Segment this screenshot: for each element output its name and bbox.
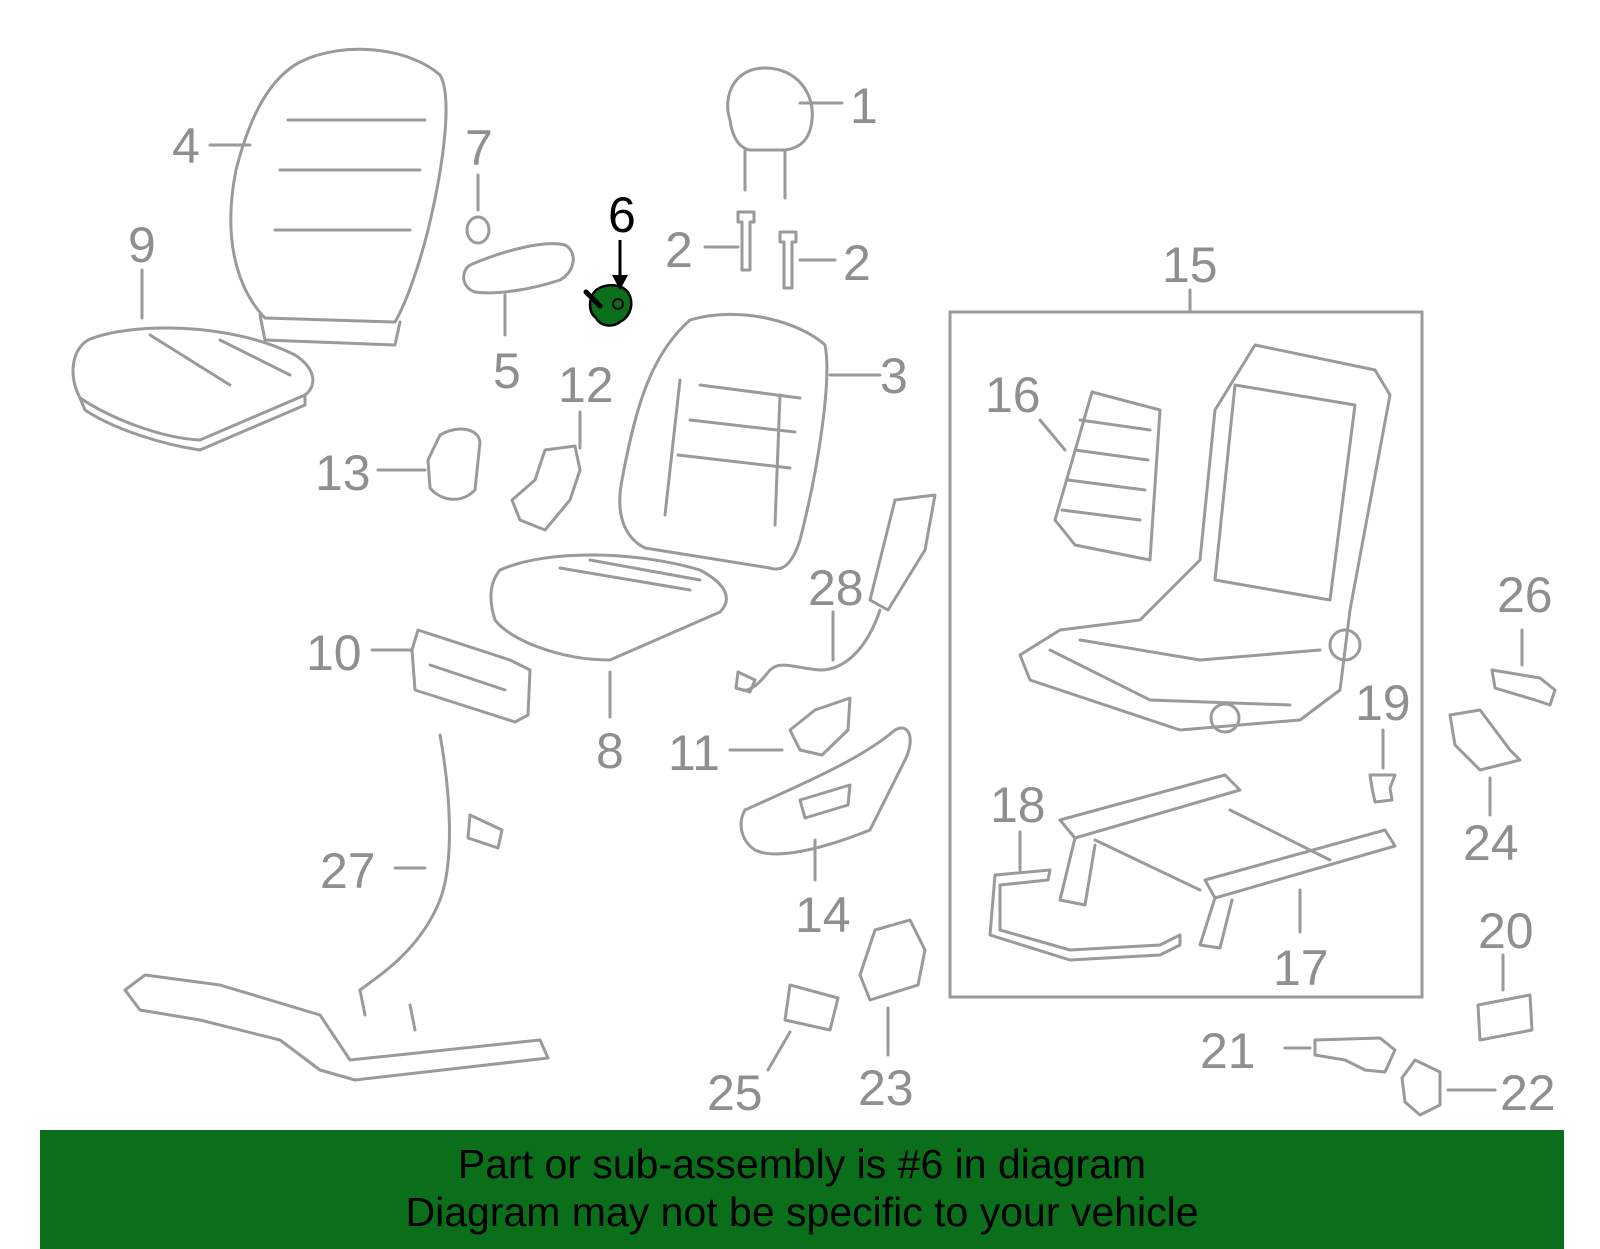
part-24-bracket: 24 — [1448, 708, 1522, 871]
label-13: 13 — [315, 445, 371, 501]
part-7-grommet: 7 — [465, 120, 493, 245]
label-25: 25 — [707, 1065, 763, 1121]
part-11-bracket: 11 — [668, 696, 852, 781]
label-21: 21 — [1200, 1023, 1256, 1079]
part-15-frame-box: 15 — [948, 237, 1424, 999]
label-3: 3 — [880, 348, 908, 404]
part-23-switch: 23 — [858, 918, 927, 1116]
part-14-side-shield: 14 — [739, 726, 912, 943]
label-26: 26 — [1497, 567, 1553, 623]
part-3-seatback: 3 — [618, 312, 908, 571]
label-4: 4 — [172, 118, 200, 174]
part-4-seatback-cover: 4 — [172, 47, 448, 347]
label-24: 24 — [1463, 815, 1519, 871]
label-1: 1 — [850, 78, 878, 134]
part-1-headrest: 1 — [726, 66, 878, 200]
part-6-highlighted: 6 — [583, 187, 636, 327]
label-10: 10 — [306, 625, 362, 681]
label-15: 15 — [1162, 237, 1218, 293]
label-27: 27 — [320, 843, 376, 899]
label-18: 18 — [990, 777, 1046, 833]
label-17: 17 — [1273, 940, 1329, 996]
part-26-trim: 26 — [1490, 567, 1557, 707]
label-12: 12 — [558, 357, 614, 413]
part-18-rod: 18 — [988, 777, 1182, 962]
part-2-headrest-guides: 2 2 — [665, 210, 871, 291]
label-22: 22 — [1500, 1065, 1556, 1121]
seat-frame — [1018, 343, 1392, 734]
part-5-trim: 5 — [462, 242, 575, 399]
footer-banner: Part or sub-assembly is #6 in diagram Di… — [40, 1130, 1564, 1249]
label-28: 28 — [808, 560, 864, 616]
label-2-left: 2 — [665, 222, 693, 278]
label-16: 16 — [985, 367, 1041, 423]
part-13-side-cover: 13 — [315, 427, 482, 501]
label-20: 20 — [1478, 903, 1534, 959]
part-8-seat-cushion: 8 — [489, 553, 728, 779]
part-9-cushion-cover: 9 — [71, 217, 315, 452]
part-10-front-cover: 10 — [306, 625, 532, 724]
label-9: 9 — [128, 217, 156, 273]
part-16-lumbar: 16 — [985, 367, 1162, 562]
footer-line-disclaimer: Diagram may not be specific to your vehi… — [405, 1189, 1199, 1235]
label-11: 11 — [668, 725, 720, 781]
label-23: 23 — [858, 1060, 914, 1116]
part-25-cover: 25 — [707, 983, 840, 1121]
footer-line-part-info: Part or sub-assembly is #6 in diagram — [457, 1141, 1147, 1187]
part-20-cover: 20 — [1476, 903, 1534, 1042]
label-2-right: 2 — [843, 235, 871, 291]
part-19-clip: 19 — [1355, 675, 1411, 804]
label-5: 5 — [493, 343, 521, 399]
part-12-bracket: 12 — [510, 357, 614, 532]
label-6: 6 — [608, 187, 636, 243]
part-27-wire-harness: 27 — [123, 733, 550, 1082]
label-7: 7 — [465, 120, 493, 176]
label-14: 14 — [795, 887, 851, 943]
part-17-rails: 17 — [1058, 773, 1397, 996]
part-28-harness: 28 — [734, 493, 937, 694]
part-21-handle: 21 — [1200, 1023, 1397, 1079]
label-8: 8 — [596, 723, 624, 779]
part-22-cover: 22 — [1400, 1058, 1556, 1121]
label-19: 19 — [1355, 675, 1411, 731]
